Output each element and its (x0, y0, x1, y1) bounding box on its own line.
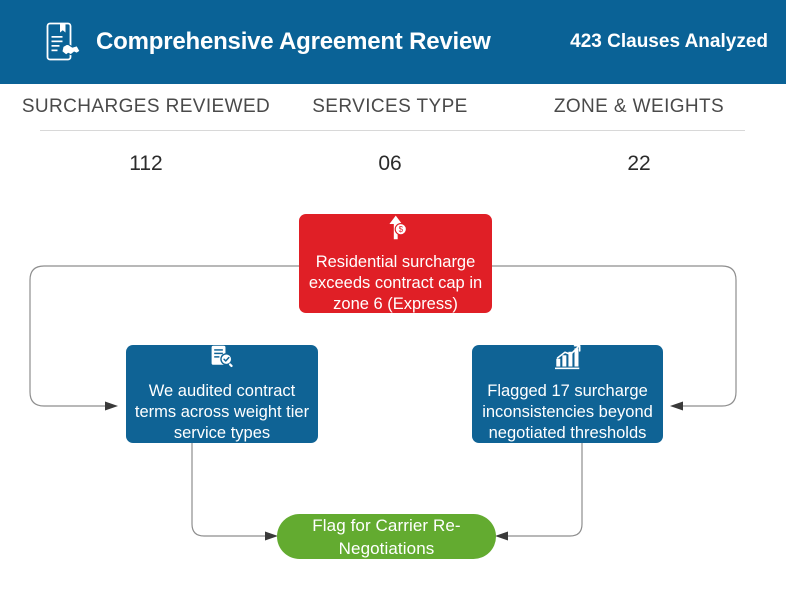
flow-node-action[interactable]: Flag for Carrier Re-Negotiations (277, 514, 496, 559)
stat-value: 22 (627, 152, 651, 175)
clauses-analyzed-metric: 423 Clauses Analyzed (570, 31, 768, 52)
header-left-group: Comprehensive Agreement Review (44, 21, 491, 63)
page-header: Comprehensive Agreement Review 423 Claus… (0, 0, 786, 84)
flow-node-finding-label: Flagged 17 surcharge inconsistencies bey… (482, 382, 653, 442)
flow-node-audit-label: We audited contract terms across weight … (134, 382, 310, 442)
flow-node-audit[interactable]: We audited contract terms across weight … (126, 345, 318, 443)
flow-node-action-label: Flag for Carrier Re-Negotiations (312, 515, 461, 558)
svg-text:$: $ (398, 224, 403, 233)
cost-increase-arrow-icon: $ (381, 213, 411, 246)
flow-node-issue[interactable]: $ Residential surcharge exceeds contract… (299, 214, 492, 313)
stats-divider (40, 130, 745, 131)
stat-zone-weights: ZONE & WEIGHTS 22 (524, 96, 754, 176)
stat-label: SERVICES TYPE (312, 96, 468, 117)
flow-node-issue-label: Residential surcharge exceeds contract c… (308, 252, 483, 313)
stat-label: ZONE & WEIGHTS (553, 96, 725, 117)
stat-label: SURCHARGES REVIEWED (21, 96, 271, 117)
bar-chart-growth-icon (553, 344, 583, 375)
contract-handshake-icon (44, 21, 82, 63)
stat-value: 06 (378, 152, 402, 175)
stat-surcharges-reviewed: SURCHARGES REVIEWED 112 (16, 96, 276, 176)
page-title: Comprehensive Agreement Review (96, 28, 491, 55)
stat-value: 112 (129, 152, 163, 175)
document-audit-search-icon (208, 344, 236, 375)
flow-node-finding[interactable]: Flagged 17 surcharge inconsistencies bey… (472, 344, 663, 443)
stats-row: SURCHARGES REVIEWED 112 SERVICES TYPE 06… (0, 84, 786, 188)
stat-services-type: SERVICES TYPE 06 (275, 96, 505, 176)
